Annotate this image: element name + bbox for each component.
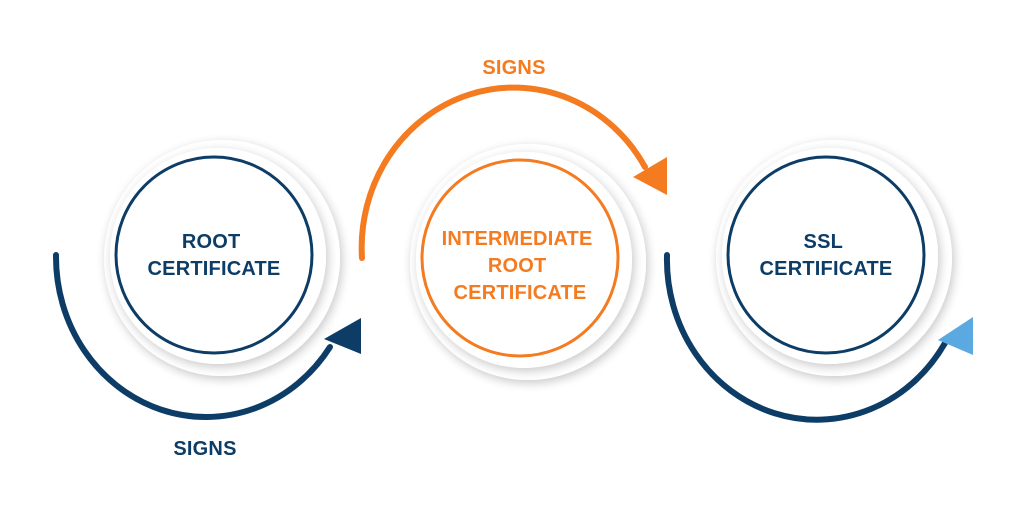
arrow-head-root-to-intermediate-icon	[324, 318, 361, 354]
node-root-label-line-1: ROOT	[182, 231, 241, 253]
arrow-arc-intermediate-to-ssl	[358, 84, 648, 261]
node-root-label-line-2: CERTIFICATE	[148, 258, 281, 280]
edge-root-signs-intermediate: SIGNS	[52, 252, 361, 460]
node-root-certificate: ROOT CERTIFICATE	[104, 140, 340, 376]
arrow-head-intermediate-to-ssl-icon	[633, 157, 667, 195]
edge-label-intermediate-signs: SIGNS	[482, 57, 545, 79]
node-root-label: ROOT CERTIFICATE	[148, 231, 281, 280]
arrow-arc-root-to-intermediate	[52, 252, 333, 420]
node-intermediate-label: INTERMEDIATE ROOT CERTIFICATE	[442, 228, 599, 304]
edge-intermediate-signs-ssl: SIGNS	[358, 57, 667, 261]
node-intermediate-label-line-1: INTERMEDIATE	[442, 228, 593, 250]
arrow-head-ssl-trailing-icon	[938, 317, 973, 355]
node-ssl-label-line-1: SSL	[804, 231, 843, 253]
arrow-arc-ssl-trailing	[663, 252, 948, 423]
node-intermediate-root-certificate: INTERMEDIATE ROOT CERTIFICATE	[410, 144, 646, 380]
node-intermediate-label-line-3: CERTIFICATE	[454, 282, 587, 304]
node-intermediate-label-line-2: ROOT	[488, 255, 547, 277]
node-ssl-certificate: SSL CERTIFICATE	[716, 140, 952, 376]
edge-label-root-signs: SIGNS	[173, 438, 236, 460]
node-ssl-label: SSL CERTIFICATE	[760, 231, 893, 280]
node-root-inner-circle	[114, 155, 314, 355]
node-ssl-inner-circle	[726, 155, 926, 355]
node-ssl-label-line-2: CERTIFICATE	[760, 258, 893, 280]
node-intermediate-inner-circle	[420, 158, 620, 358]
edge-ssl-trailing-arc	[663, 252, 973, 423]
